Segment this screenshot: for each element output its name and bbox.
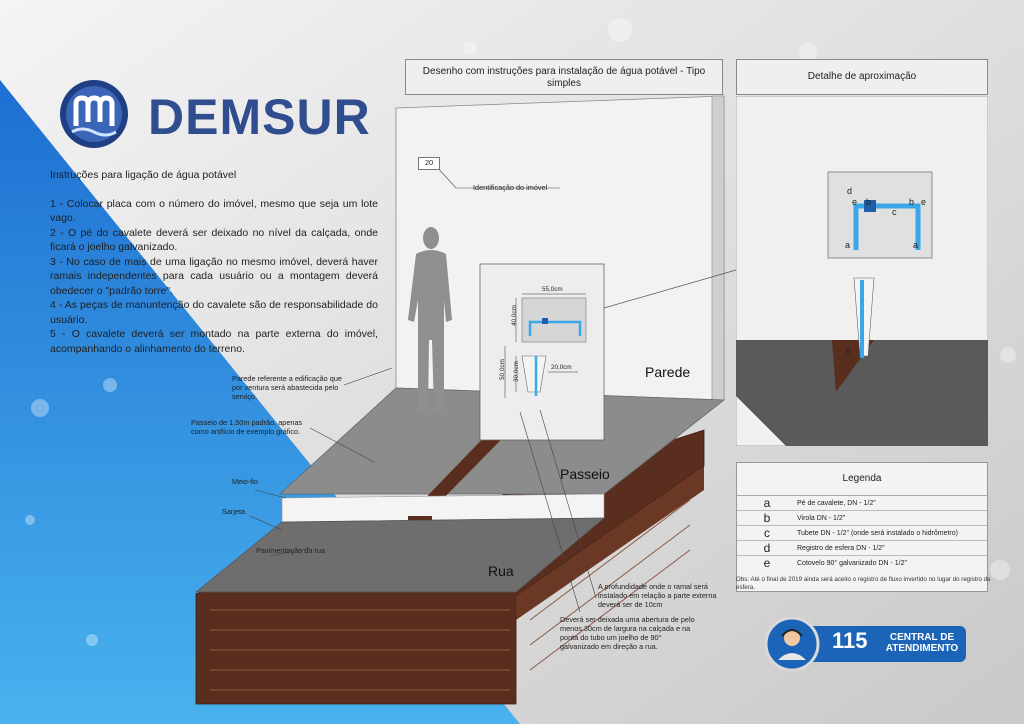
instruction-item: 1 - Colocar placa com o número do imóvel… [50, 197, 378, 225]
instruction-item: 5 - O cavalete deverá ser montado na par… [50, 328, 378, 355]
legend-row: a Pé de cavalete, DN - 1/2" [737, 496, 987, 511]
detail-drawing [736, 96, 988, 446]
legend-row: d Registro de esfera DN - 1/2" [737, 541, 987, 556]
dim-opening: 20,0cm [551, 364, 572, 371]
legend-obs: Obs: Até o final de 2019 ainda será acei… [736, 576, 991, 591]
instruction-item: 3 - No caso de mais de uma ligação no me… [50, 255, 378, 297]
dim-box-height: 40,0cm [510, 305, 518, 326]
service-badge [764, 616, 966, 672]
legend-text: Pé de cavalete, DN - 1/2" [797, 499, 876, 507]
detail-letter-b-right: b [909, 197, 915, 207]
instructions-title: Instruções para ligação de água potável [50, 169, 237, 181]
legend-row: e Cotovelo 90° galvanizado DN - 1/2" [737, 556, 987, 570]
legend-title: Legenda [737, 463, 987, 496]
legend: Legenda a Pé de cavalete, DN - 1/2" b Viro… [736, 462, 988, 592]
service-label-line1: CENTRAL DE [889, 632, 955, 643]
instruction-item: 2 - O pé do cavalete deverá ser deixado … [50, 226, 378, 254]
street-surface [194, 517, 606, 593]
detail-letter-e-bottom: e [846, 346, 852, 356]
legend-text: Tubete DN - 1/2" (onde será instalado o … [797, 529, 958, 537]
dim-total-height: 50,0cm [498, 359, 506, 380]
street-label: Rua [488, 563, 514, 579]
detail-letter-c: c [892, 207, 897, 217]
detail-letter-a-left: a [845, 240, 851, 250]
curb [281, 493, 605, 523]
main-panel-title-text: Desenho com instruções para instalação d… [422, 66, 706, 89]
house-number: 20 [424, 158, 434, 167]
service-label: CENTRAL DE ATENDIMENTO [878, 632, 966, 654]
demsur-logo-icon [60, 80, 128, 148]
legend-key: a [763, 496, 771, 510]
legend-text: Cotovelo 90° galvanizado DN - 1/2" [797, 559, 907, 567]
dim-riser-height: 30,0cm [512, 361, 520, 382]
gutter-label: Sarjeta [222, 507, 246, 516]
legend-text: Registro de esfera DN - 1/2" [797, 544, 885, 552]
detail-panel-title-text: Detalhe de aproximação [807, 71, 917, 82]
house-number-plate: 20 [418, 157, 440, 170]
main-panel-title: Desenho com instruções para instalação d… [405, 59, 723, 95]
instruction-item: 4 - As peças de manuntenção do cavalete … [50, 299, 378, 326]
instructions: Instruções para ligação de água potável … [50, 168, 378, 356]
detail-letter-e-left: e [852, 197, 858, 207]
detail-callout-box [479, 263, 605, 441]
detail-letter-e-right: e [921, 197, 927, 207]
legend-text: Virola DN - 1/2" [797, 514, 846, 522]
legend-key: c [764, 526, 770, 540]
sidewalk-label: Passeio [560, 466, 610, 482]
id-label: Identificação do imóvel [473, 183, 548, 192]
person-icon [408, 227, 452, 412]
brand-name: DEMSUR [148, 89, 371, 145]
sidewalk-surface [278, 387, 726, 495]
wall-note: Parede referente a edificação que por ve… [232, 374, 342, 401]
sidewalk-note: Passeio de 1,50m padrão, apenas como art… [191, 418, 303, 436]
legend-key: b [763, 511, 771, 525]
legend-row: c Tubete DN - 1/2" (onde será instalado o… [737, 526, 987, 541]
dim-width: 55,0cm [542, 286, 563, 293]
service-number: 115 [832, 628, 868, 653]
wall-label: Parede [645, 364, 691, 380]
depth-note: A profundidade onde o ramal será instala… [598, 582, 717, 609]
service-label-line2: ATENDIMENTO [885, 643, 959, 654]
detail-letter-b-left: b [866, 197, 872, 207]
opening-note: Deverá ser deixada uma abertura de pelo … [560, 615, 695, 651]
curb-label: Meio-fio [232, 477, 258, 486]
detail-letter-a-right: a [913, 240, 919, 250]
paving-label: Pavimentação da rua [256, 546, 325, 555]
legend-key: d [763, 541, 771, 555]
detail-letter-d: d [847, 186, 853, 196]
legend-key: e [763, 556, 771, 570]
detail-panel-title: Detalhe de aproximação [736, 59, 988, 95]
legend-row: b Virola DN - 1/2" [737, 511, 987, 526]
